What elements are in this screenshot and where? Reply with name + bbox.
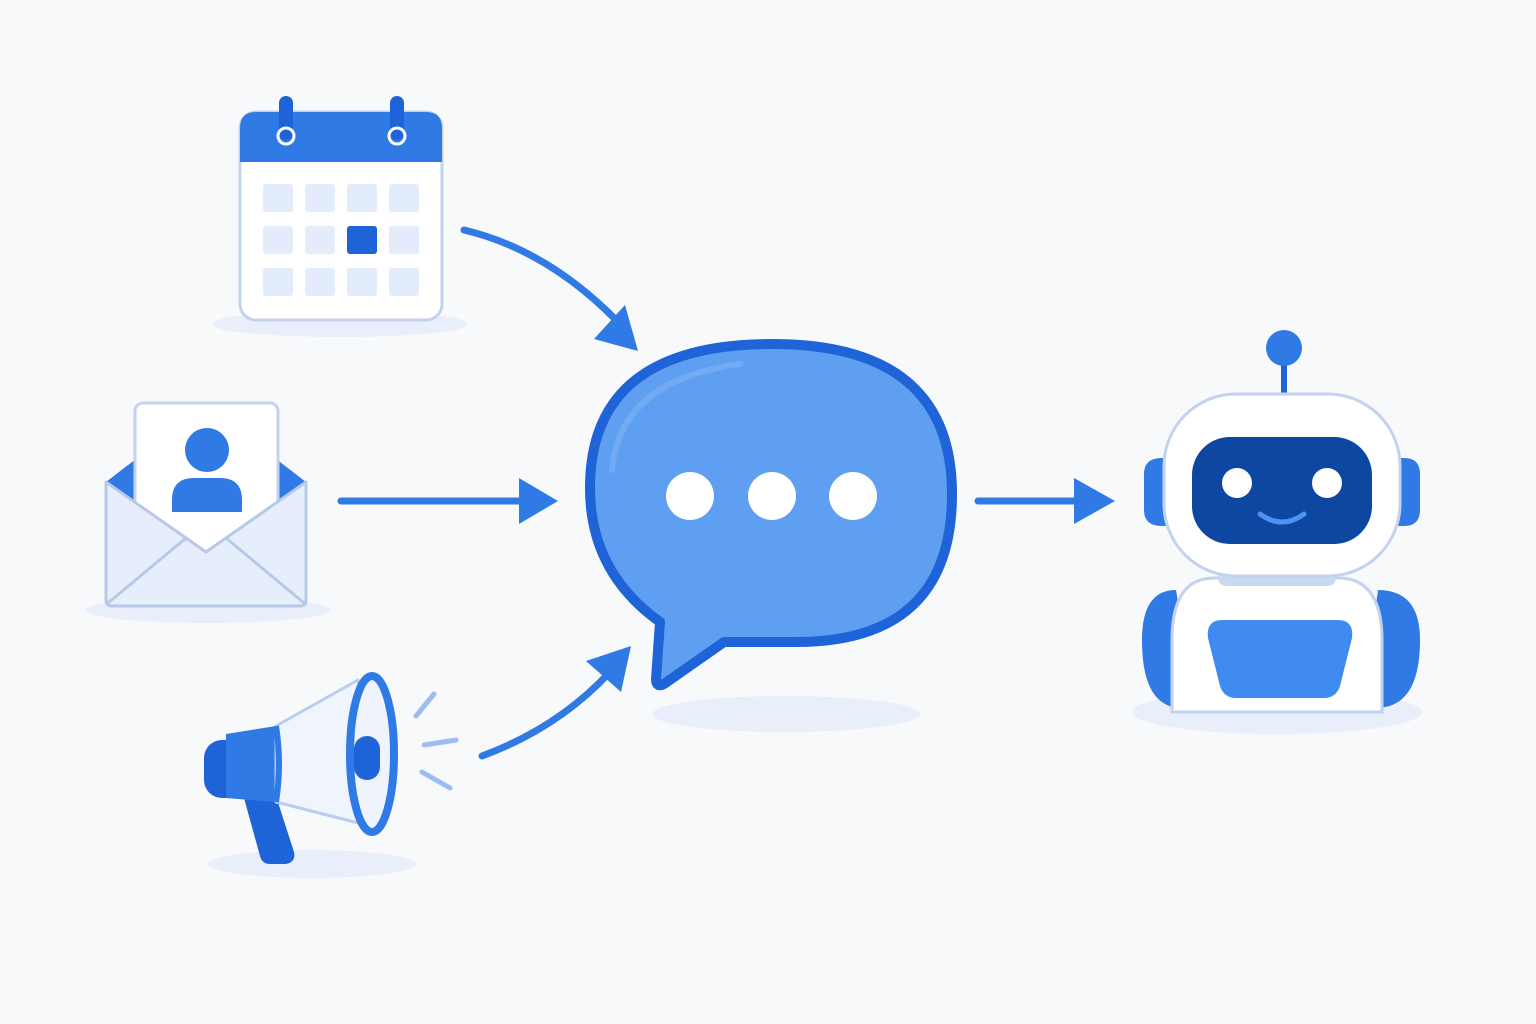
bot-node (1132, 330, 1422, 734)
email-node (86, 401, 330, 623)
sound-wave-line (413, 691, 437, 719)
megaphone-shadow (208, 850, 416, 878)
contact-avatar-head (185, 428, 229, 472)
edge-calendar-to-chat (460, 226, 638, 351)
chat-bubble-icon (585, 339, 957, 691)
contact-avatar-body (172, 478, 242, 512)
robot-icon (1142, 330, 1420, 714)
typing-dot (748, 472, 796, 520)
announcement-node (204, 672, 459, 878)
robot-antenna-tip (1266, 330, 1302, 366)
robot-face-screen (1192, 437, 1372, 544)
typing-dot (666, 472, 714, 520)
calendar-selected-day (347, 226, 377, 254)
edge-email-to-chat (337, 478, 558, 524)
arrowhead (594, 305, 638, 351)
robot-right-ear (1398, 458, 1420, 526)
arrowhead (519, 478, 558, 524)
edge-announcement-to-chat (478, 646, 631, 760)
chat-node (585, 339, 957, 732)
chat-shadow (652, 696, 920, 732)
robot-chest-panel (1207, 620, 1353, 698)
envelope-contact-icon (104, 401, 308, 608)
sound-wave-line (421, 737, 459, 748)
calendar-icon (238, 96, 444, 322)
typing-dot (829, 472, 877, 520)
arrowhead (586, 646, 631, 692)
calendar-node (212, 96, 468, 337)
edge-chat-to-bot (974, 478, 1115, 524)
robot-eye (1222, 468, 1252, 498)
arrowhead (1074, 478, 1115, 524)
robot-eye (1312, 468, 1342, 498)
megaphone-icon (204, 672, 459, 864)
sound-wave-line (419, 769, 453, 791)
robot-smile (1257, 511, 1307, 525)
